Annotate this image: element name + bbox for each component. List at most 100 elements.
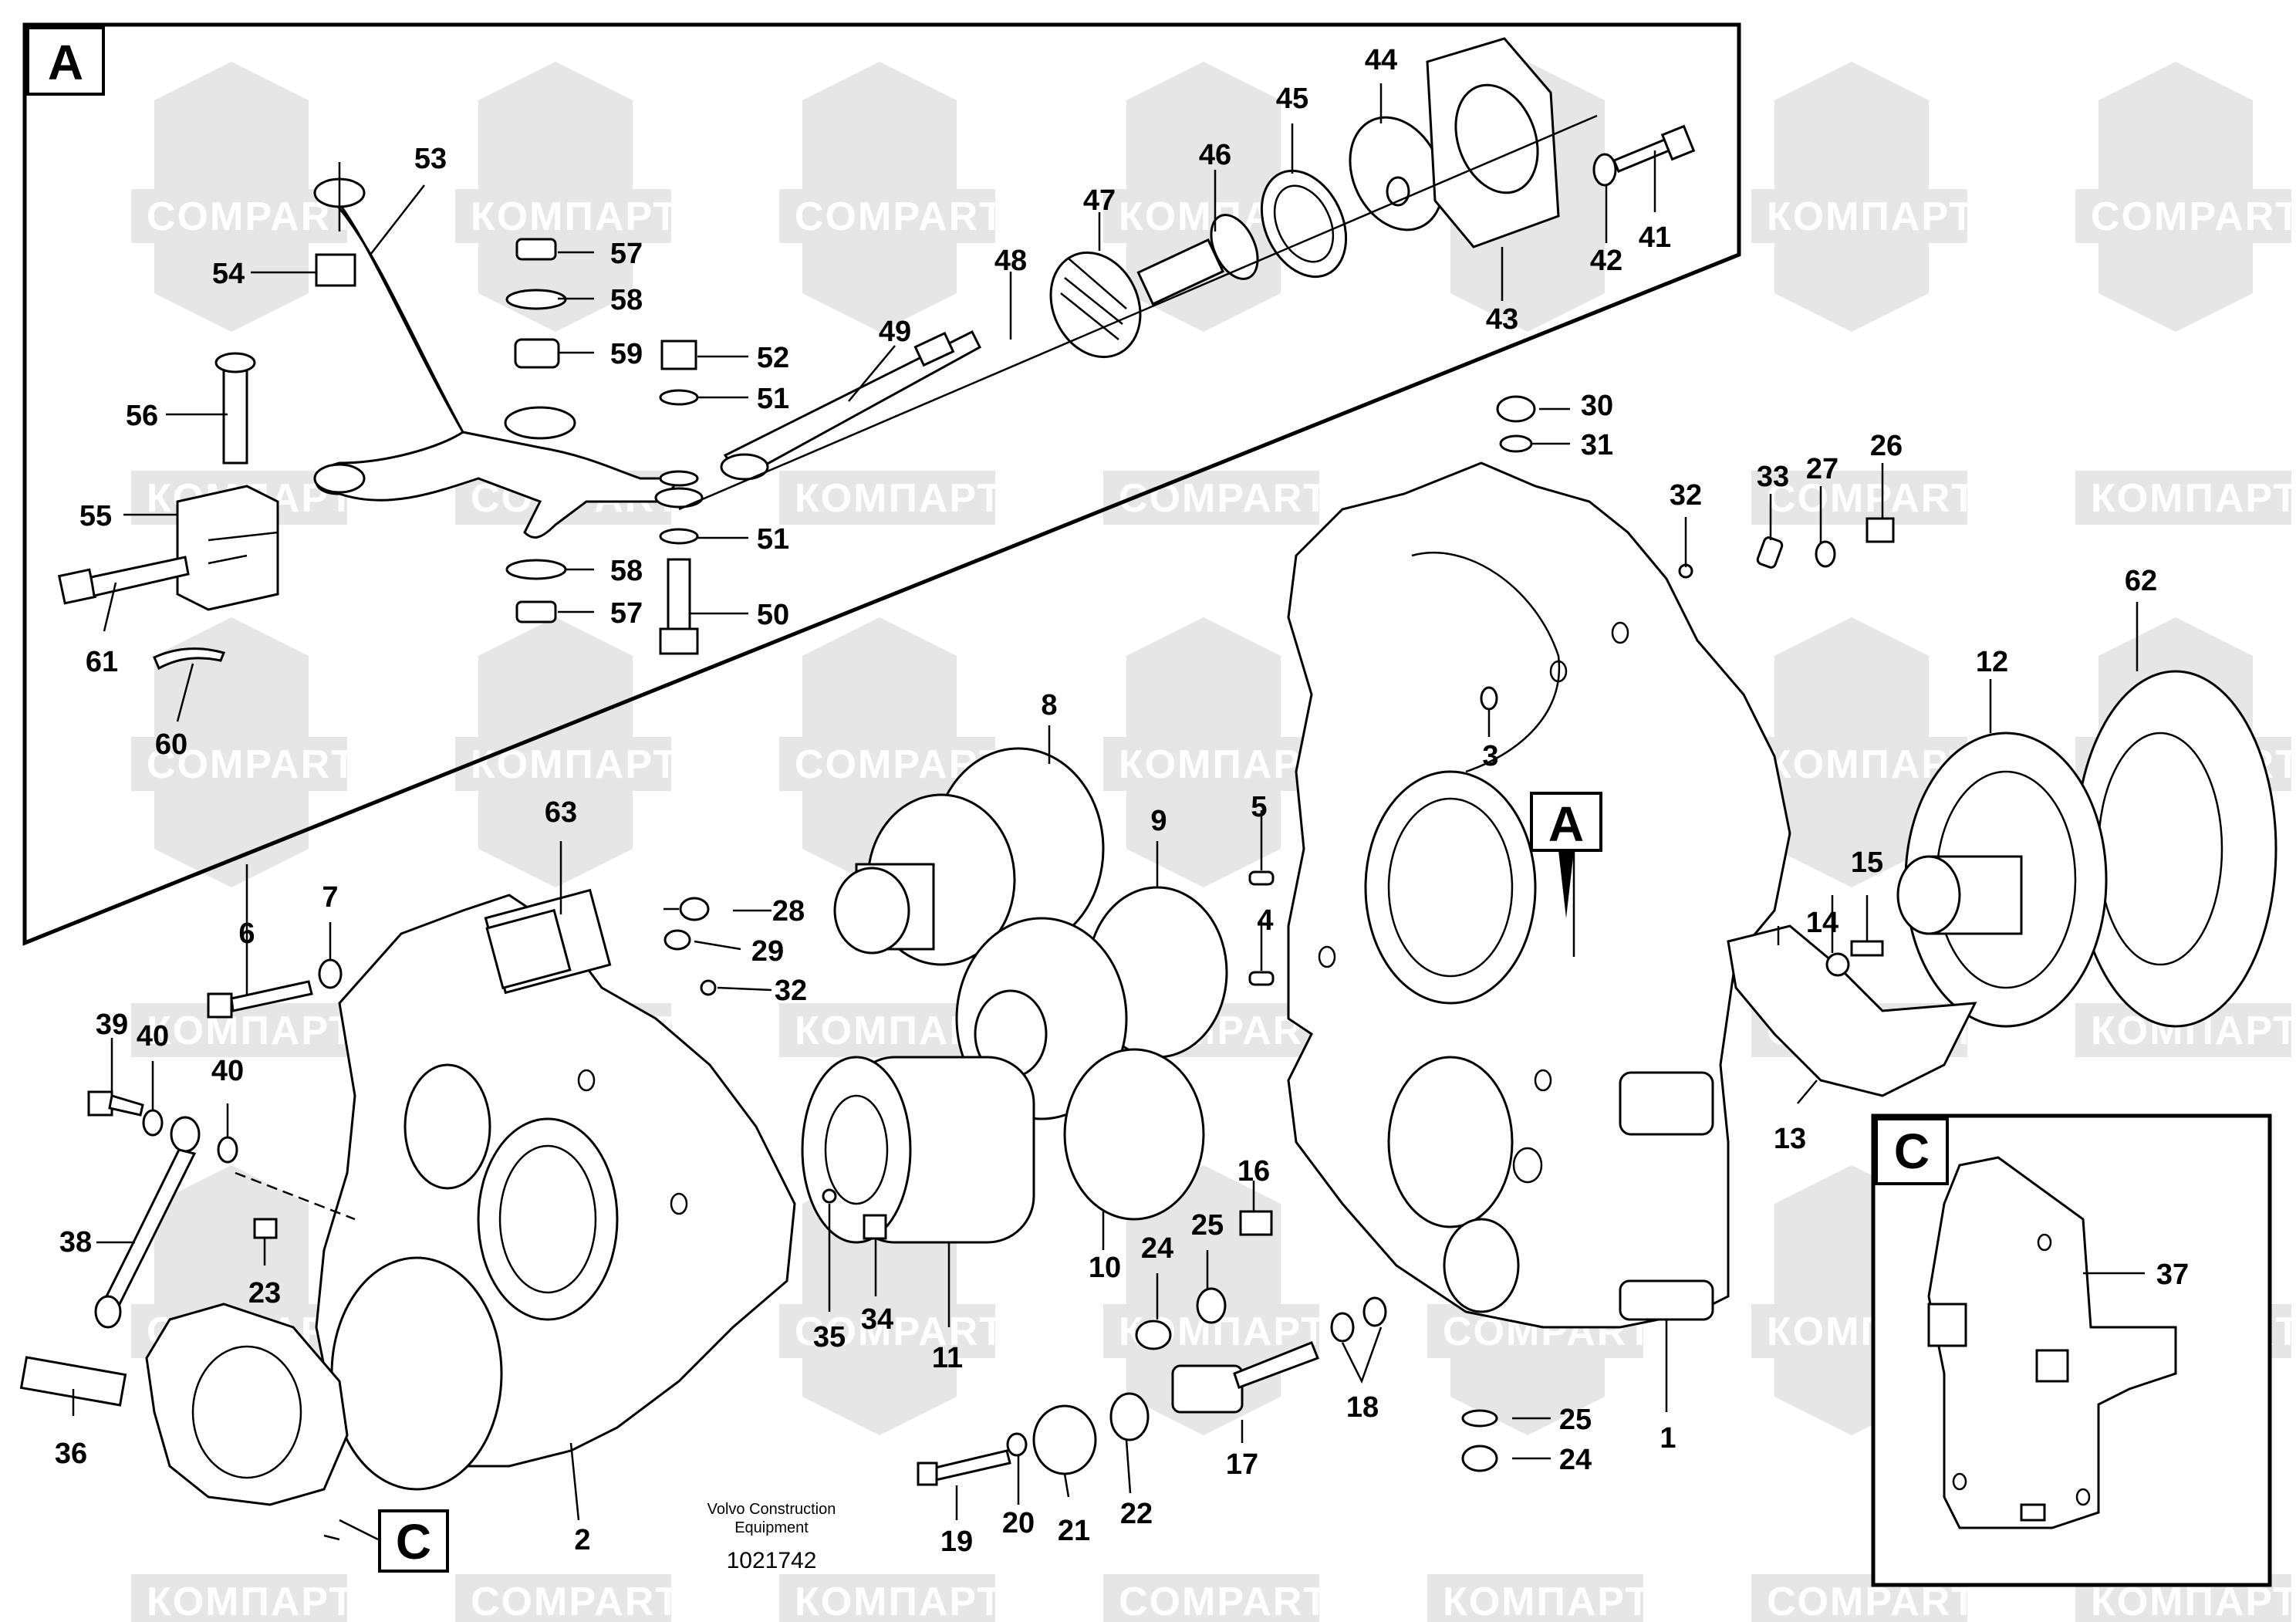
rear-output: [1727, 670, 2277, 1097]
hardware: [87, 395, 1895, 1486]
callout-57: 57: [610, 597, 643, 630]
callout-25: 25: [1559, 1404, 1592, 1436]
spring: [913, 331, 955, 367]
fitting: [1239, 1210, 1273, 1236]
callout-47: 47: [1083, 184, 1116, 217]
callout-17: 17: [1226, 1448, 1258, 1481]
callout-51: 51: [757, 383, 789, 415]
ball: [700, 979, 717, 996]
callout-5: 5: [1251, 791, 1267, 823]
callout-34: 34: [861, 1303, 893, 1336]
callout-15: 15: [1851, 846, 1883, 879]
watermark-text: COMPART: [795, 194, 1005, 239]
callout-35: 35: [813, 1321, 846, 1353]
washer: [1461, 1409, 1498, 1428]
ball: [822, 1188, 837, 1204]
pin: [222, 361, 248, 465]
callout-22: 22: [1120, 1498, 1153, 1530]
leader-lines: [72, 83, 2145, 1541]
callout-30: 30: [1581, 390, 1613, 422]
callout-46: 46: [1199, 139, 1231, 171]
callout-32: 32: [775, 975, 807, 1007]
o-ring: [1109, 1392, 1150, 1441]
fork-block: [176, 485, 279, 611]
bolt-hole: [1512, 1147, 1543, 1184]
spring-coils: [1060, 258, 1127, 340]
shift-fork: [315, 184, 681, 539]
housing-bore: [1364, 770, 1537, 1005]
output-cover: [2074, 670, 2277, 1028]
bolt-shank: [108, 1094, 144, 1117]
callout-3: 3: [1482, 740, 1498, 772]
detail-a-label: A: [48, 35, 83, 90]
callout-41: 41: [1639, 221, 1671, 254]
nut: [660, 340, 697, 370]
bolt-head: [1660, 124, 1696, 161]
callout-38: 38: [59, 1226, 92, 1259]
callout-51: 51: [757, 523, 789, 556]
washer: [505, 559, 567, 580]
bolt-head: [917, 1461, 938, 1486]
washer: [659, 389, 699, 406]
caption-line-2: Equipment: [734, 1519, 809, 1536]
callout-21: 21: [1058, 1515, 1090, 1547]
callout-58: 58: [610, 555, 643, 587]
callout-60: 60: [155, 728, 187, 761]
bolt-hole: [670, 1192, 688, 1215]
plug: [1496, 395, 1536, 423]
bolt-shank: [924, 1449, 1011, 1483]
callout-27: 27: [1806, 453, 1838, 485]
fitting: [863, 1214, 887, 1240]
bolt-head: [659, 627, 699, 655]
callout-62: 62: [2125, 565, 2157, 597]
drain-boss: [1443, 1218, 1520, 1313]
bushing: [514, 338, 560, 369]
bolt-shank: [1612, 137, 1673, 173]
clip: [153, 647, 226, 671]
watermark-text: COMPART: [795, 1309, 1005, 1354]
cover-bore-inner: [498, 1144, 597, 1294]
o-ring: [1330, 1312, 1355, 1343]
callout-4: 4: [1257, 904, 1273, 937]
callout-44: 44: [1365, 44, 1397, 76]
piston-rod: [1233, 1341, 1319, 1389]
callout-31: 31: [1581, 429, 1613, 461]
callout-20: 20: [1002, 1507, 1035, 1539]
washer: [654, 487, 704, 509]
callout-40: 40: [211, 1055, 244, 1087]
callout-33: 33: [1757, 461, 1789, 493]
callout-28: 28: [772, 895, 805, 928]
gear-shafts: [801, 747, 1228, 1244]
plug: [1480, 686, 1498, 711]
plug: [679, 897, 710, 921]
callout-23: 23: [248, 1277, 281, 1309]
bolt-hole: [1611, 621, 1629, 644]
section-c-marker: C: [396, 1514, 431, 1570]
section-a-marker: A: [1548, 796, 1584, 852]
block-slot: [208, 531, 279, 565]
callout-19: 19: [940, 1526, 973, 1558]
callout-9: 9: [1150, 805, 1167, 837]
callout-56: 56: [126, 400, 158, 432]
coil-spring: [1049, 251, 1142, 359]
callout-16: 16: [1237, 1155, 1270, 1188]
callout-12: 12: [1976, 646, 2008, 678]
washer: [505, 289, 567, 310]
housing-pad: [1619, 1071, 1714, 1136]
gear: [1063, 1048, 1205, 1221]
watermark-text: КОМПАРТ: [1443, 1580, 1651, 1622]
washer: [659, 470, 699, 487]
callout-numbers: 53 54 56 55 61 60 57 58 59 58 57 52 51 5…: [55, 44, 2189, 1558]
dowel-pin: [1248, 870, 1275, 886]
callout-25: 25: [1191, 1209, 1224, 1242]
callout-58: 58: [610, 284, 643, 316]
callout-24: 24: [1141, 1232, 1173, 1265]
callout-26: 26: [1870, 430, 1903, 462]
callout-63: 63: [545, 796, 577, 829]
bolt-head: [87, 1090, 113, 1117]
plug: [1135, 1320, 1172, 1350]
callout-2: 2: [574, 1524, 590, 1556]
watermark-text: КОМПАРТ: [1767, 194, 1975, 239]
plunger-head: [1210, 214, 1259, 280]
end-cap: [1032, 1404, 1097, 1475]
